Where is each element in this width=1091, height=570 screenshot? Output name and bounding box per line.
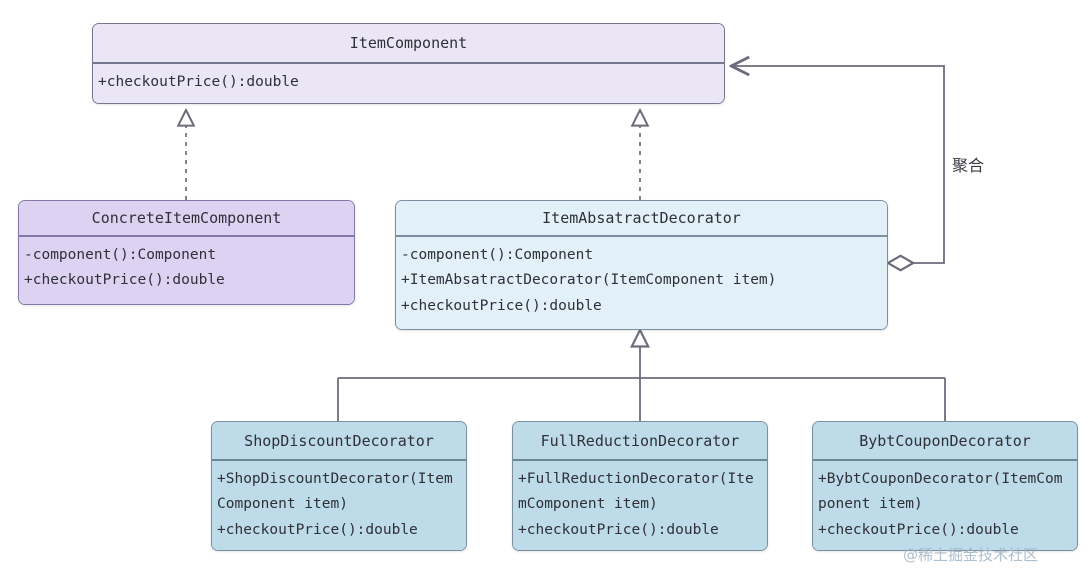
class-members-item-component: +checkoutPrice():double bbox=[93, 63, 724, 103]
member-row: +BybtCouponDecorator(ItemComponent item) bbox=[818, 470, 1063, 513]
member-row: +checkoutPrice():double bbox=[24, 272, 225, 289]
member-row: +FullReductionDecorator(ItemComponent it… bbox=[518, 470, 754, 513]
watermark-text: @稀土掘金技术社区 bbox=[903, 546, 1039, 564]
class-separator bbox=[513, 459, 767, 461]
edge-label-aggregation: 聚合 bbox=[952, 156, 985, 175]
edge-generalization-tree bbox=[337, 330, 946, 421]
class-members-full-reduction-decorator: +FullReductionDecorator(ItemComponent it… bbox=[513, 460, 767, 550]
class-name-full-reduction-decorator: FullReductionDecorator bbox=[513, 422, 767, 459]
class-members-shop-discount-decorator: +ShopDiscountDecorator(ItemComponent ite… bbox=[212, 460, 466, 550]
member-row: -component():Component bbox=[401, 246, 594, 263]
class-separator bbox=[396, 235, 887, 237]
class-name-concrete-item-component: ConcreteItemComponent bbox=[19, 201, 354, 235]
class-box-shop-discount-decorator[interactable]: ShopDiscountDecorator +ShopDiscountDecor… bbox=[211, 421, 467, 551]
class-members-item-absatract-decorator: -component():Component +ItemAbsatractDec… bbox=[396, 236, 887, 329]
class-name-item-absatract-decorator: ItemAbsatractDecorator bbox=[396, 201, 887, 235]
class-members-concrete-item-component: -component():Component +checkoutPrice():… bbox=[19, 236, 354, 304]
class-separator bbox=[93, 62, 724, 64]
member-row: +ItemAbsatractDecorator(ItemComponent it… bbox=[401, 272, 777, 289]
class-name-shop-discount-decorator: ShopDiscountDecorator bbox=[212, 422, 466, 459]
member-row: +ShopDiscountDecorator(ItemComponent ite… bbox=[217, 470, 453, 513]
class-name-item-component: ItemComponent bbox=[93, 24, 724, 62]
member-row: +checkoutPrice():double bbox=[818, 522, 1019, 539]
member-row: -component():Component bbox=[24, 246, 217, 263]
member-row: +checkoutPrice():double bbox=[98, 73, 299, 90]
class-separator bbox=[212, 459, 466, 461]
class-members-bybt-coupon-decorator: +BybtCouponDecorator(ItemComponent item)… bbox=[813, 460, 1077, 550]
class-box-bybt-coupon-decorator[interactable]: BybtCouponDecorator +BybtCouponDecorator… bbox=[812, 421, 1078, 551]
member-row: +checkoutPrice():double bbox=[401, 298, 602, 315]
class-box-item-absatract-decorator[interactable]: ItemAbsatractDecorator -component():Comp… bbox=[395, 200, 888, 330]
class-box-concrete-item-component[interactable]: ConcreteItemComponent -component():Compo… bbox=[18, 200, 355, 305]
class-separator bbox=[813, 459, 1077, 461]
class-box-full-reduction-decorator[interactable]: FullReductionDecorator +FullReductionDec… bbox=[512, 421, 768, 551]
class-box-item-component[interactable]: ItemComponent +checkoutPrice():double bbox=[92, 23, 725, 104]
member-row: +checkoutPrice():double bbox=[217, 522, 418, 539]
member-row: +checkoutPrice():double bbox=[518, 522, 719, 539]
class-separator bbox=[19, 235, 354, 237]
class-name-bybt-coupon-decorator: BybtCouponDecorator bbox=[813, 422, 1077, 459]
